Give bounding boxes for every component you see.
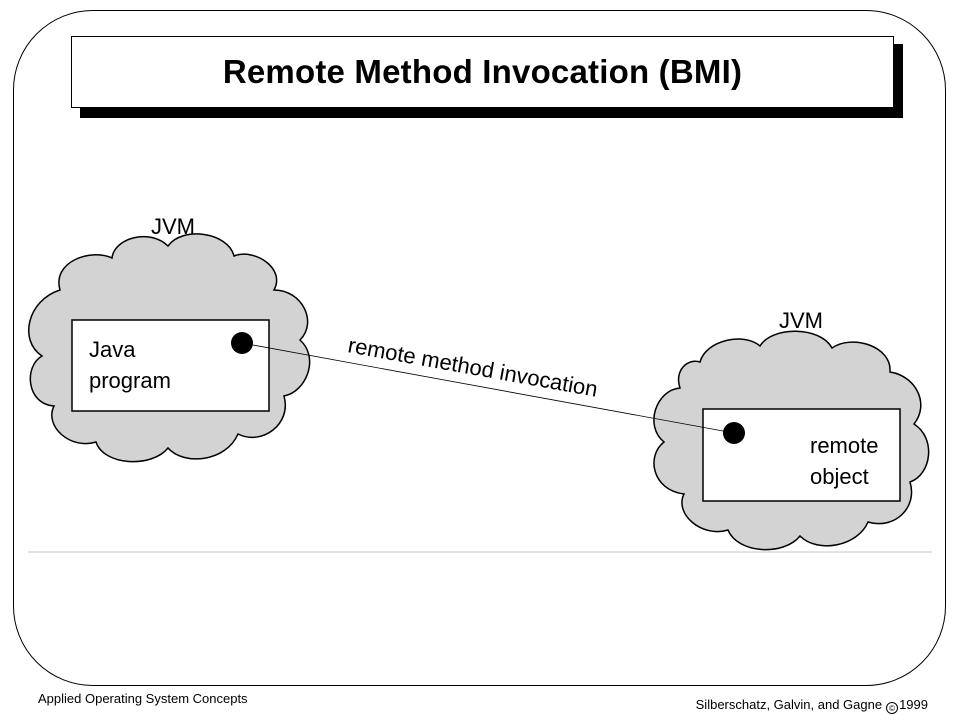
footer-authors: Silberschatz, Galvin, and Gagne xyxy=(695,697,883,712)
footer-year: 1999 xyxy=(899,697,928,712)
remote-object-line-1: remote xyxy=(810,433,878,458)
rmi-connection-line xyxy=(241,342,735,434)
java-program-endpoint-dot xyxy=(231,332,253,354)
title-box: Remote Method Invocation (BMI) xyxy=(71,36,894,108)
remote-object-endpoint-dot xyxy=(723,422,745,444)
left-jvm-label: JVM xyxy=(151,214,195,239)
footer-course-name: Applied Operating System Concepts xyxy=(38,691,248,706)
footer-copyright: Silberschatz, Galvin, and Gagne©1999 xyxy=(696,697,928,714)
slide-frame xyxy=(13,10,946,686)
connection-label: remote method invocation xyxy=(346,332,600,401)
remote-object-box xyxy=(702,408,901,502)
slide-title: Remote Method Invocation (BMI) xyxy=(222,53,743,90)
remote-object-line-2: object xyxy=(810,464,869,489)
copyright-icon: © xyxy=(886,702,899,714)
right-jvm-label: JVM xyxy=(779,308,823,333)
java-program-line-1: Java xyxy=(89,337,136,362)
java-program-line-2: program xyxy=(89,368,171,393)
